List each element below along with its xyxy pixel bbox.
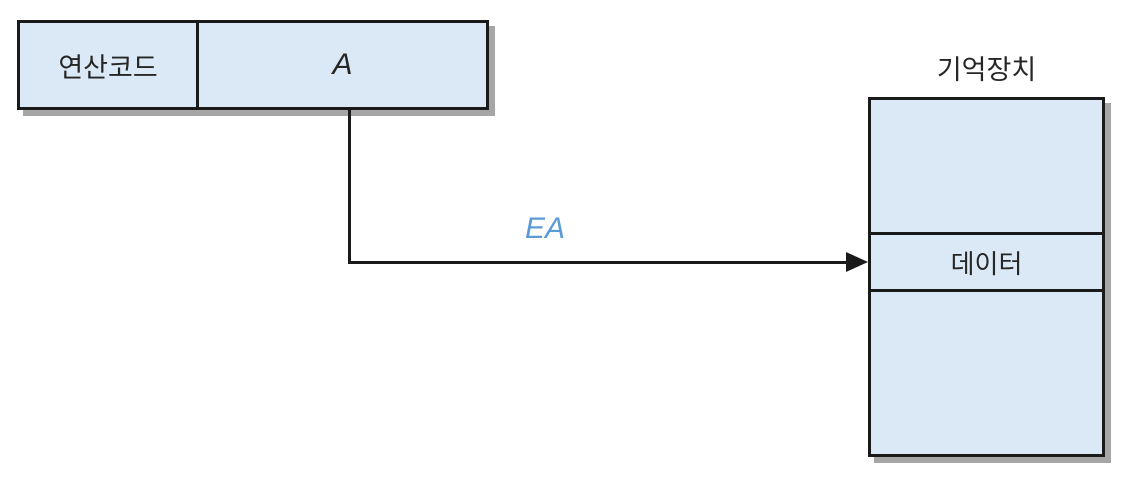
memory-cell-top	[871, 100, 1102, 232]
arrow-head-icon	[846, 252, 868, 272]
connector-vertical-line	[348, 108, 351, 264]
connector-horizontal-line	[348, 261, 848, 264]
memory-cell-data: 데이터	[871, 232, 1102, 292]
instruction-box: 연산코드 A	[17, 20, 489, 110]
effective-address-label: EA	[524, 212, 566, 245]
address-field-cell: A	[332, 48, 353, 81]
memory-box: 데이터	[868, 97, 1105, 457]
opcode-cell: 연산코드	[20, 23, 199, 107]
memory-title: 기억장치	[936, 55, 1037, 85]
memory-cell-bottom	[871, 292, 1102, 454]
